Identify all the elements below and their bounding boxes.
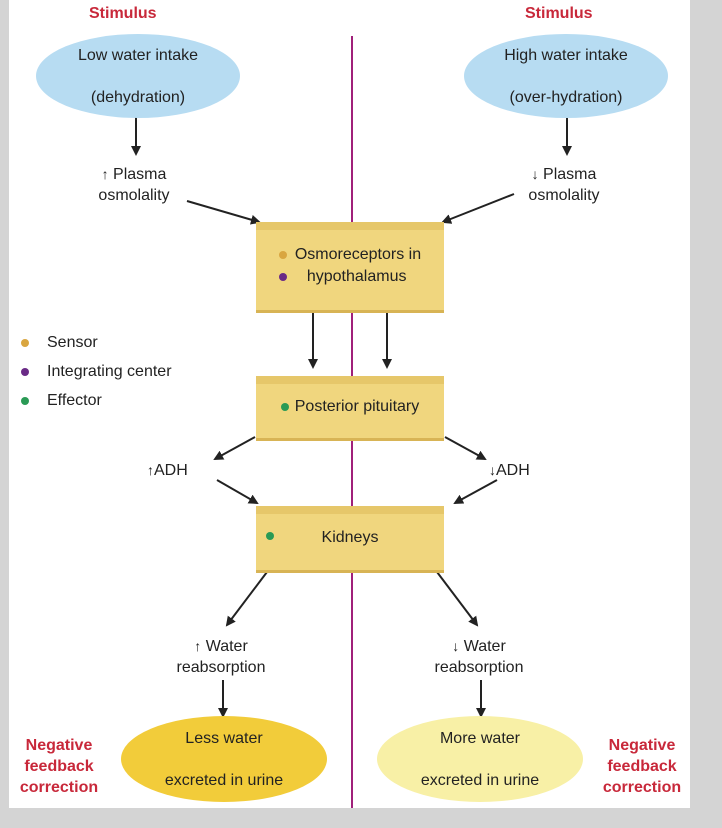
water-right-line1: Water [463, 638, 506, 655]
integrating-center-dot [278, 272, 287, 281]
negative-feedback-right-line3: correction [602, 779, 682, 796]
legend-effector-dot [21, 397, 29, 405]
legend-sensor-dot [21, 339, 29, 347]
osmoreceptors-box: Osmoreceptors in hypothalamus [256, 222, 444, 313]
kidneys-label: Kidneys [321, 529, 379, 546]
arrow-kidneys-to-water-left [225, 571, 268, 627]
negative-feedback-left-line3: correction [19, 779, 99, 796]
plasma-up-arrow: ↑ [101, 166, 109, 182]
less-water-line2: excreted in urine [164, 771, 284, 789]
plasma-down-arrow: ↓ [531, 166, 539, 182]
water-down-arrow: ↓ [452, 638, 460, 654]
water-reabsorption-left: ↑ Water reabsorption [159, 636, 283, 678]
low-water-intake-line2: (dehydration) [90, 88, 186, 106]
plasma-osmolality-left: ↑ Plasma osmolality [75, 164, 193, 206]
kidneys-box: Kidneys [256, 506, 444, 573]
legend-effector-label: Effector [47, 392, 102, 409]
negative-feedback-left-line2: feedback [24, 758, 94, 775]
effector-dot-pituitary [280, 403, 289, 411]
adh-left-label: ADH [154, 462, 188, 479]
negative-feedback-right-line1: Negative [608, 737, 676, 754]
negative-feedback-left-line1: Negative [25, 737, 93, 754]
legend-integrating-center-label: Integrating center [47, 363, 172, 380]
more-water-line1: More water [439, 729, 520, 747]
arrow-plasma-left-to-osmoreceptors [186, 200, 261, 225]
adh-right: ↓ADH [489, 460, 530, 481]
effector-dot-kidneys [266, 532, 274, 540]
more-water-line2: excreted in urine [420, 771, 540, 789]
adh-down-arrow: ↓ [489, 462, 496, 478]
plasma-left-line1: Plasma [113, 166, 167, 183]
posterior-pituitary-label: Posterior pituitary [294, 398, 420, 415]
stimulus-heading-left: Stimulus [89, 5, 157, 22]
low-water-intake-ellipse: Low water intake (dehydration) [36, 34, 240, 118]
adh-right-label: ADH [496, 462, 530, 479]
plasma-right-line1: Plasma [543, 166, 597, 183]
more-water-ellipse: More water excreted in urine [377, 716, 583, 802]
osmoreceptors-line1: Osmoreceptors in [294, 246, 422, 263]
arrow-kidneys-to-water-right [436, 571, 479, 627]
arrow-plasma-right-to-osmoreceptors [441, 193, 515, 224]
high-water-intake-line1: High water intake [504, 46, 628, 64]
adh-up-arrow: ↑ [147, 462, 154, 478]
adh-left: ↑ADH [147, 460, 188, 481]
plasma-left-line2: osmolality [98, 187, 170, 204]
sensor-dot [278, 250, 287, 259]
legend-item-effector: Effector [21, 392, 102, 410]
arrow-pituitary-to-adh-right [444, 436, 487, 460]
legend-item-integrating-center: Integrating center [21, 363, 172, 381]
low-water-intake-line1: Low water intake [77, 46, 199, 64]
water-right-line2: reabsorption [434, 659, 524, 676]
stimulus-heading-right: Stimulus [525, 5, 593, 22]
negative-feedback-right-line2: feedback [607, 758, 677, 775]
legend-integrating-center-dot [21, 368, 29, 376]
water-up-arrow: ↑ [194, 638, 202, 654]
diagram-panel: Stimulus Stimulus Low water intake (dehy… [9, 0, 690, 808]
plasma-osmolality-right: ↓ Plasma osmolality [509, 164, 619, 206]
arrow-adh-left-to-kidneys [216, 479, 259, 504]
posterior-pituitary-box: Posterior pituitary [256, 376, 444, 441]
plasma-right-line2: osmolality [528, 187, 600, 204]
arrow-adh-right-to-kidneys [453, 479, 498, 504]
legend-sensor-label: Sensor [47, 334, 98, 351]
water-left-line2: reabsorption [176, 659, 266, 676]
arrow-pituitary-to-adh-left [213, 436, 256, 460]
osmoreceptors-line2: hypothalamus [306, 268, 407, 285]
legend-item-sensor: Sensor [21, 334, 98, 352]
less-water-line1: Less water [185, 729, 263, 747]
less-water-ellipse: Less water excreted in urine [121, 716, 327, 802]
high-water-intake-line2: (over-hydration) [509, 88, 623, 106]
high-water-intake-ellipse: High water intake (over-hydration) [464, 34, 668, 118]
negative-feedback-right: Negative feedback correction [594, 735, 690, 798]
water-reabsorption-right: ↓ Water reabsorption [417, 636, 541, 678]
negative-feedback-left: Negative feedback correction [11, 735, 107, 798]
water-left-line1: Water [205, 638, 248, 655]
